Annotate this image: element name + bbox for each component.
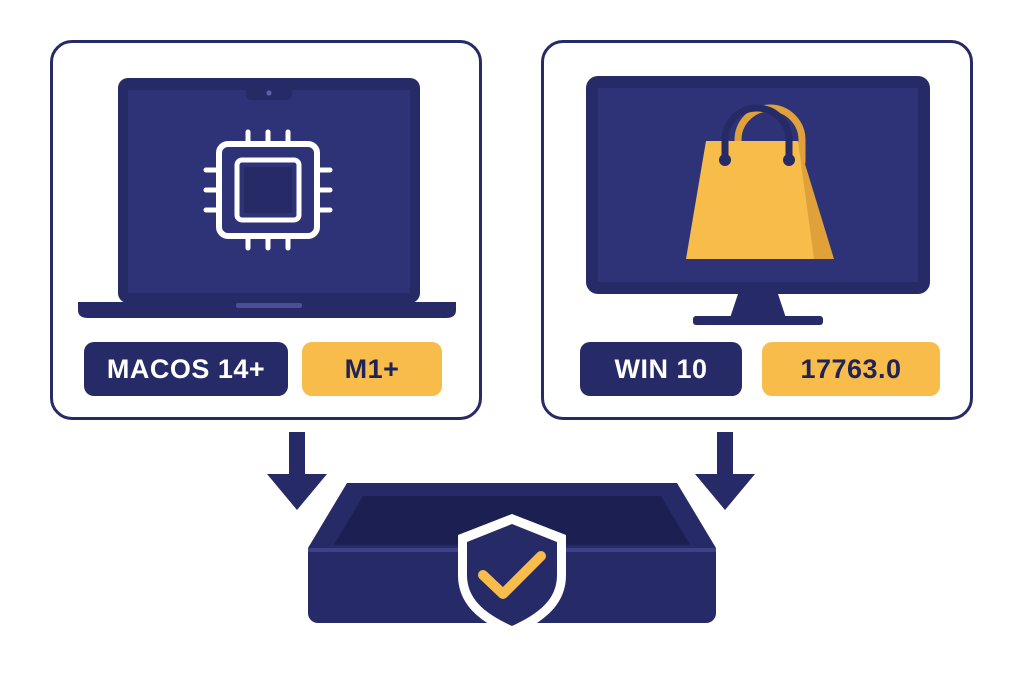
- shield-check-icon: [458, 514, 566, 636]
- chip-requirement-badge: M1+: [302, 342, 442, 396]
- down-arrow-right-icon: [695, 432, 755, 510]
- macos-version-badge: MACOS 14+: [84, 342, 288, 396]
- down-arrow-left-icon: [267, 432, 327, 510]
- windows-build-badge: 17763.0: [762, 342, 940, 396]
- windows-version-badge: WIN 10: [580, 342, 742, 396]
- chip-icon: [203, 129, 333, 251]
- shopping-bag-icon: [686, 104, 834, 259]
